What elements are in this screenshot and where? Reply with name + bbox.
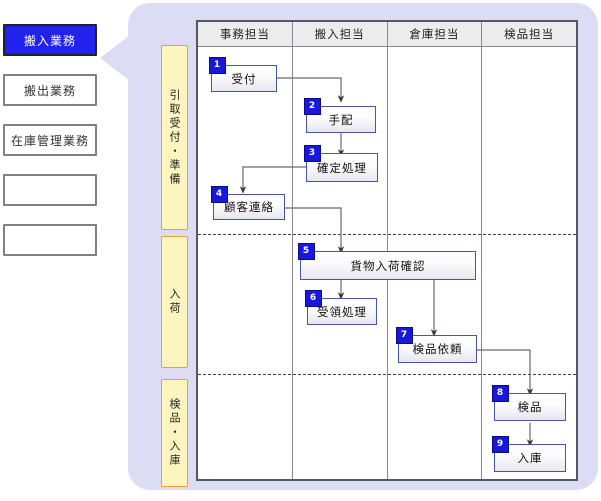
step-badge: 6 [305,290,322,307]
lane-header-office: 事務担当 [198,22,293,46]
lane-header-inspection: 検品担当 [482,22,576,46]
lane-header-label: 倉庫担当 [409,27,460,41]
step-badge: 7 [396,327,413,344]
lane-divider-1 [292,47,293,479]
sidebar-item-label: 搬入業務 [23,33,76,48]
sidebar: 搬入業務 搬出業務 在庫管理業務 [3,24,101,274]
step-badge: 9 [492,436,509,453]
swimlane-header-row: 事務担当 搬入担当 倉庫担当 検品担当 [198,22,576,47]
process-node-label: 入庫 [517,451,543,465]
process-node-9[interactable]: 9 入庫 [492,436,566,472]
phase-divider-2 [198,374,576,375]
process-node-label: 確定処理 [317,160,367,175]
process-node-6[interactable]: 6 受領処理 [305,290,377,325]
step-badge: 1 [209,57,226,74]
process-node-label: 手配 [328,112,354,127]
phase-divider-1 [198,234,576,235]
phase-label: 検品・入庫 [168,398,181,468]
sidebar-item-inventory[interactable]: 在庫管理業務 [3,124,97,156]
process-node-2[interactable]: 2 手配 [304,98,376,133]
step-badge: 4 [211,186,228,203]
step-badge: 3 [304,145,321,162]
step-badge: 8 [492,385,509,402]
step-badge: 5 [298,243,315,260]
process-node-label: 検品依頼 [412,342,463,356]
lane-divider-3 [481,47,482,479]
process-node-label: 受付 [231,71,257,86]
phase-bar-preparation: 引取受付・準備 [161,45,188,230]
phase-label: 入荷 [168,288,181,316]
lane-header-label: 搬入担当 [314,27,365,41]
lane-header-inbound: 搬入担当 [293,22,388,46]
process-node-label: 検品 [517,400,543,414]
process-node-3[interactable]: 3 確定処理 [304,145,378,182]
phase-label: 引取受付・準備 [168,88,181,187]
lane-header-label: 検品担当 [504,27,555,41]
process-node-5[interactable]: 5 貨物入荷確認 [298,243,476,280]
process-node-4[interactable]: 4 顧客連絡 [211,186,285,220]
sidebar-item-label: 在庫管理業務 [10,133,89,148]
phase-bar-arrival: 入荷 [161,236,188,368]
sidebar-item-empty-1[interactable] [3,174,97,206]
process-node-7[interactable]: 7 検品依頼 [396,327,477,363]
step-badge: 2 [304,98,321,115]
process-node-1[interactable]: 1 受付 [209,57,277,92]
process-node-8[interactable]: 8 検品 [492,385,566,421]
lane-header-warehouse: 倉庫担当 [388,22,483,46]
callout-tail [100,35,130,81]
sidebar-item-outbound[interactable]: 搬出業務 [3,74,97,106]
process-node-label: 受領処理 [317,304,367,319]
process-node-label: 貨物入荷確認 [350,258,426,273]
sidebar-item-empty-2[interactable] [3,224,97,256]
sidebar-item-label: 搬出業務 [23,83,76,98]
phase-bar-inspection-storage: 検品・入庫 [161,379,188,487]
lane-header-label: 事務担当 [219,27,270,41]
sidebar-item-inbound[interactable]: 搬入業務 [3,24,97,56]
process-node-label: 顧客連絡 [224,200,274,214]
